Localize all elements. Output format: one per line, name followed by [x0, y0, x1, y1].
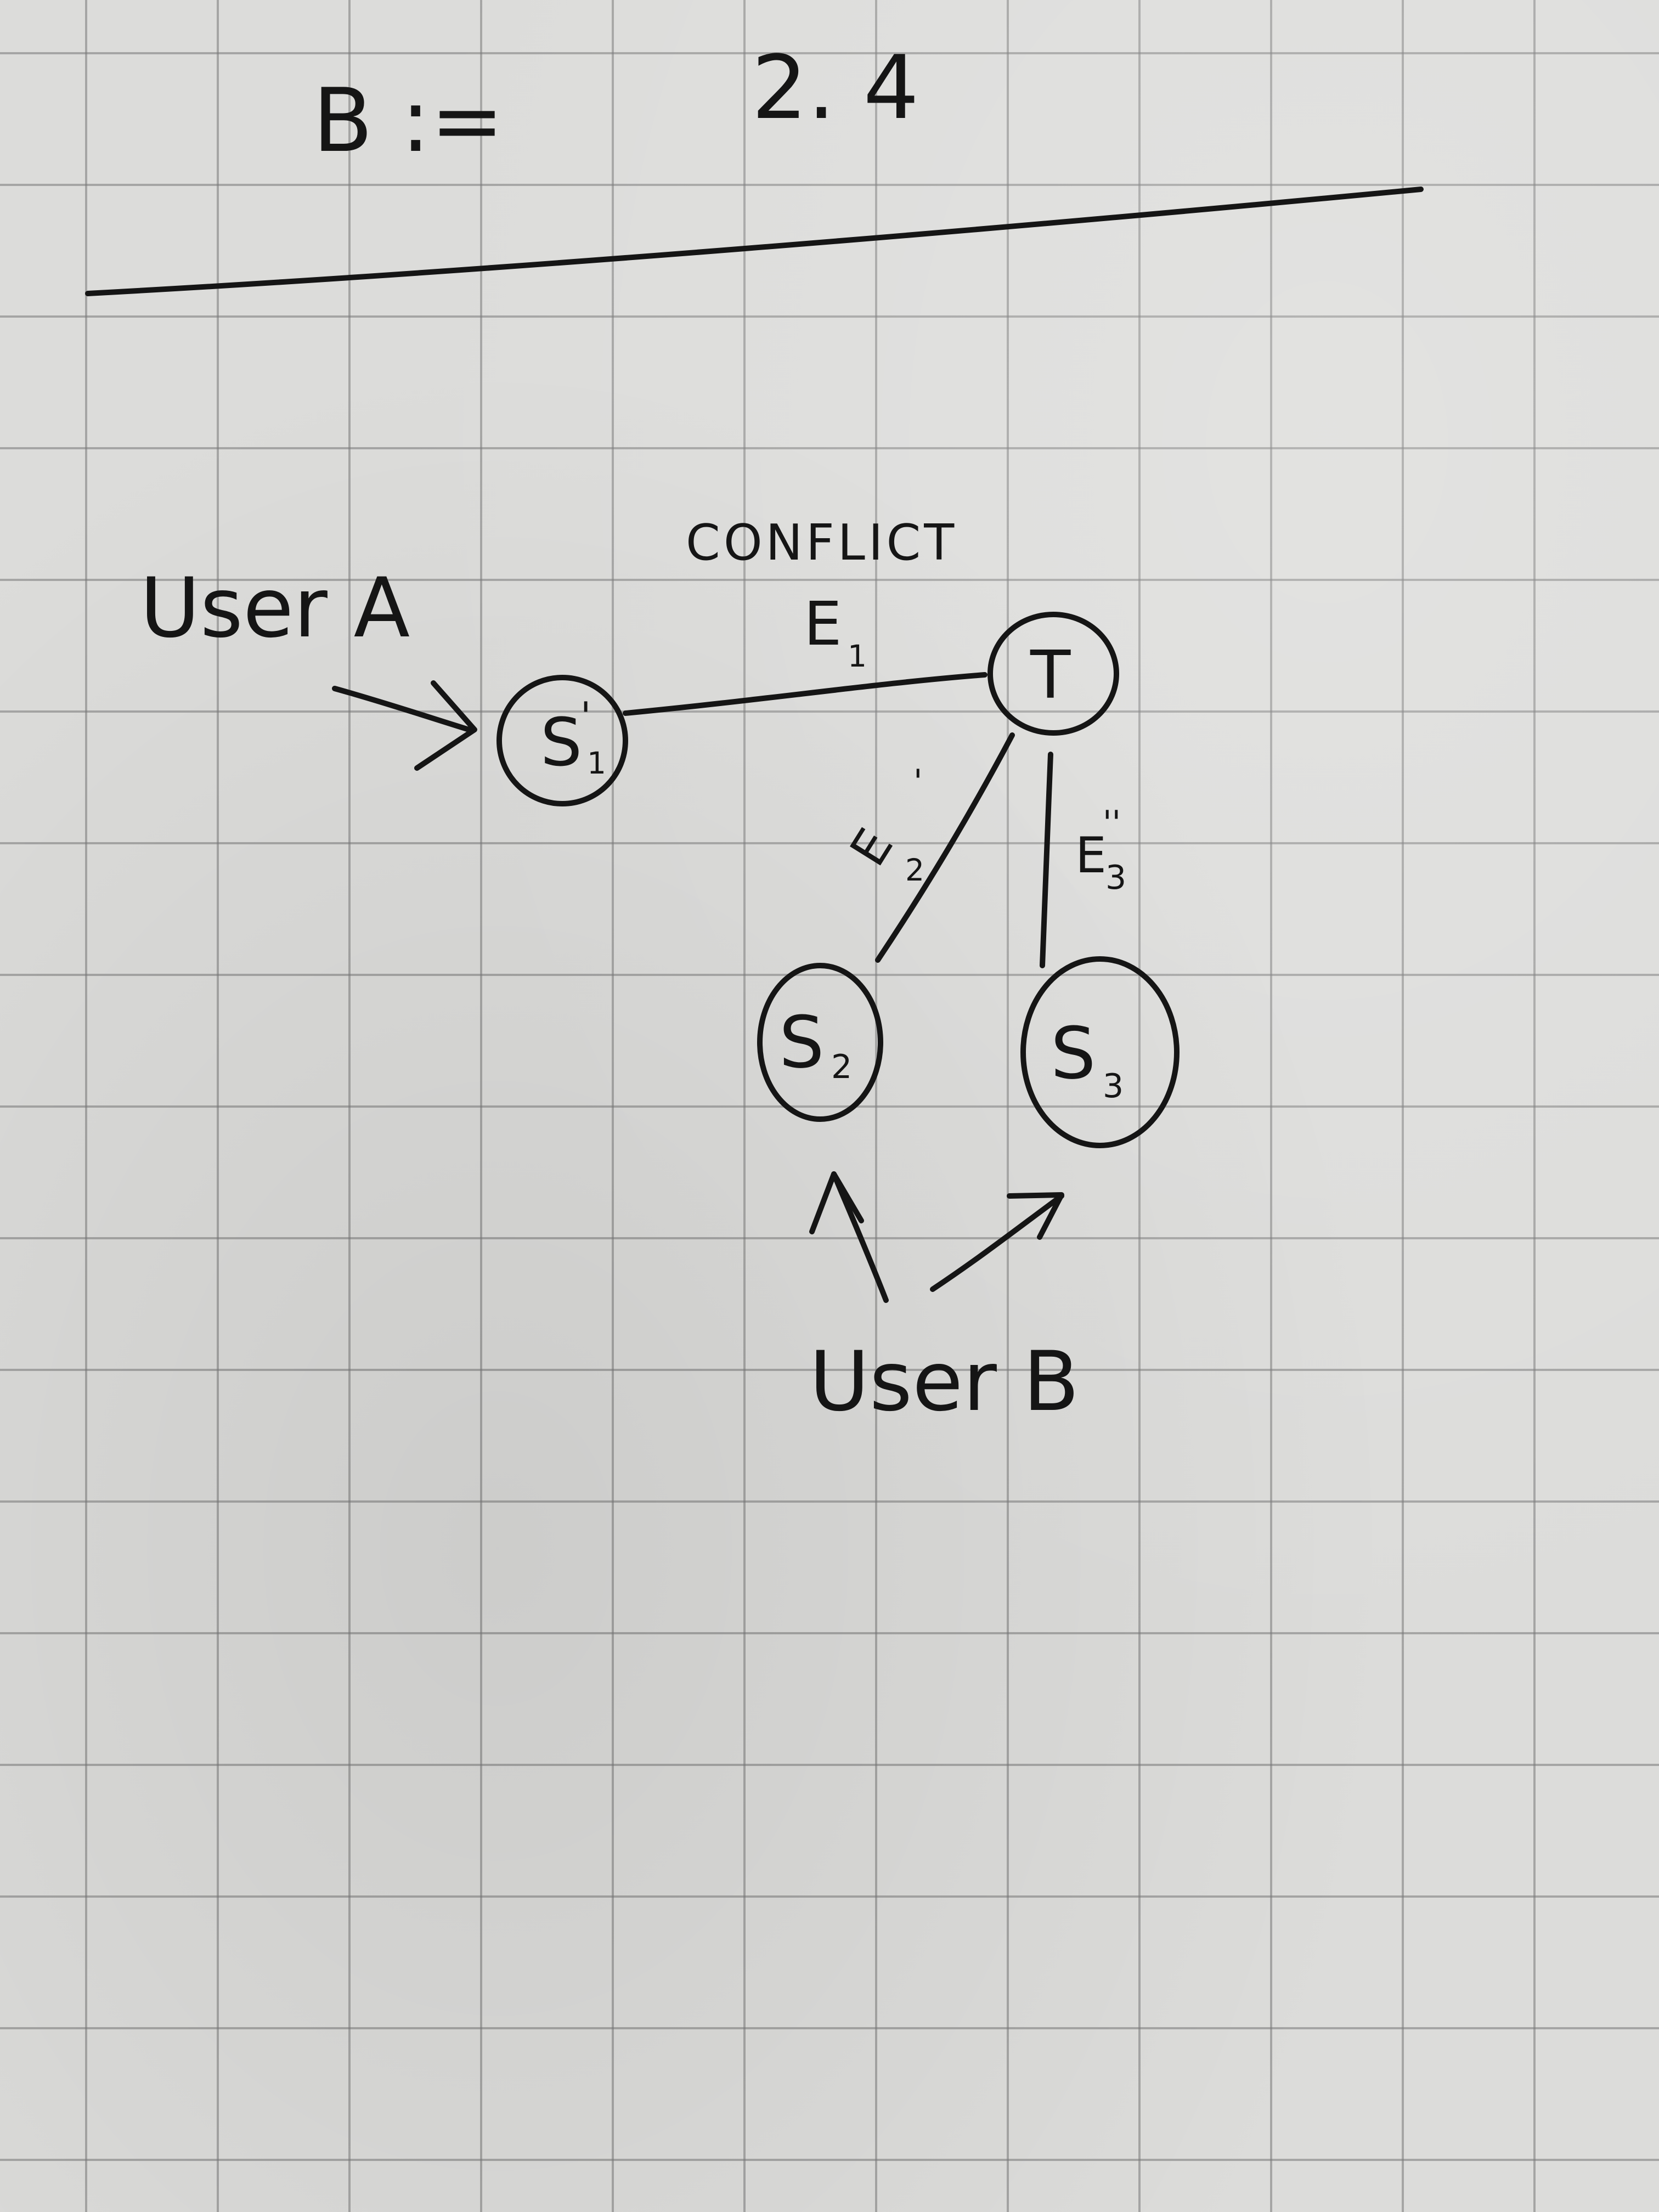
node-t-circle	[988, 612, 1119, 736]
node-s1: S ' 1	[496, 675, 628, 806]
edge-e1-sub: 1	[848, 639, 867, 674]
header-right: 2. 4	[752, 36, 919, 139]
user-b-arrow-to-s2	[831, 1171, 889, 1303]
edge-e2-line	[875, 732, 1015, 963]
user-a-arrowhead	[414, 680, 477, 771]
edge-e1-main: E	[804, 589, 842, 659]
node-s2-circle	[757, 963, 883, 1122]
user-a-arrow	[332, 686, 472, 732]
node-s2-main: S	[779, 1001, 825, 1084]
node-s1-sub: 1	[587, 746, 606, 781]
user-b-label: User B	[809, 1334, 1079, 1430]
user-b-arrow-to-s3	[930, 1193, 1064, 1292]
conflict-label: CONFLICT	[686, 514, 957, 572]
node-t-main: T	[1030, 637, 1071, 714]
edge-e2-prime: '	[913, 763, 923, 801]
node-t: T	[988, 612, 1119, 736]
user-b-arrow-to-s2-head	[809, 1171, 864, 1234]
edge-e3-sub: 3	[1105, 859, 1126, 897]
edge-e3-main: E	[1075, 827, 1107, 884]
header-left: B :=	[313, 69, 504, 172]
node-s2: S 2	[757, 963, 883, 1122]
node-s3: S 3	[1020, 956, 1180, 1148]
edge-e2-label: E ' 2	[839, 763, 924, 888]
edge-e2-sub: 2	[905, 853, 924, 888]
edge-e2-main: E	[839, 819, 905, 876]
node-s3-main: S	[1051, 1012, 1096, 1095]
node-s1-circle	[496, 675, 628, 806]
node-s2-sub: 2	[831, 1048, 852, 1086]
edge-e3-label: E '' 3	[1075, 804, 1126, 897]
user-b-arrow-to-s3-head	[1007, 1192, 1064, 1240]
node-s1-main: S	[540, 705, 582, 781]
node-s3-sub: 3	[1103, 1067, 1124, 1105]
node-s1-prime: '	[580, 694, 591, 739]
edge-e3-line	[1040, 752, 1053, 968]
edge-e3-prime: ''	[1103, 804, 1121, 842]
edge-e1-line	[623, 672, 988, 716]
edge-e1-label: E 1	[804, 589, 867, 674]
user-a-label: User A	[140, 561, 410, 656]
node-s3-circle	[1020, 956, 1180, 1148]
header-rule	[85, 187, 1424, 296]
